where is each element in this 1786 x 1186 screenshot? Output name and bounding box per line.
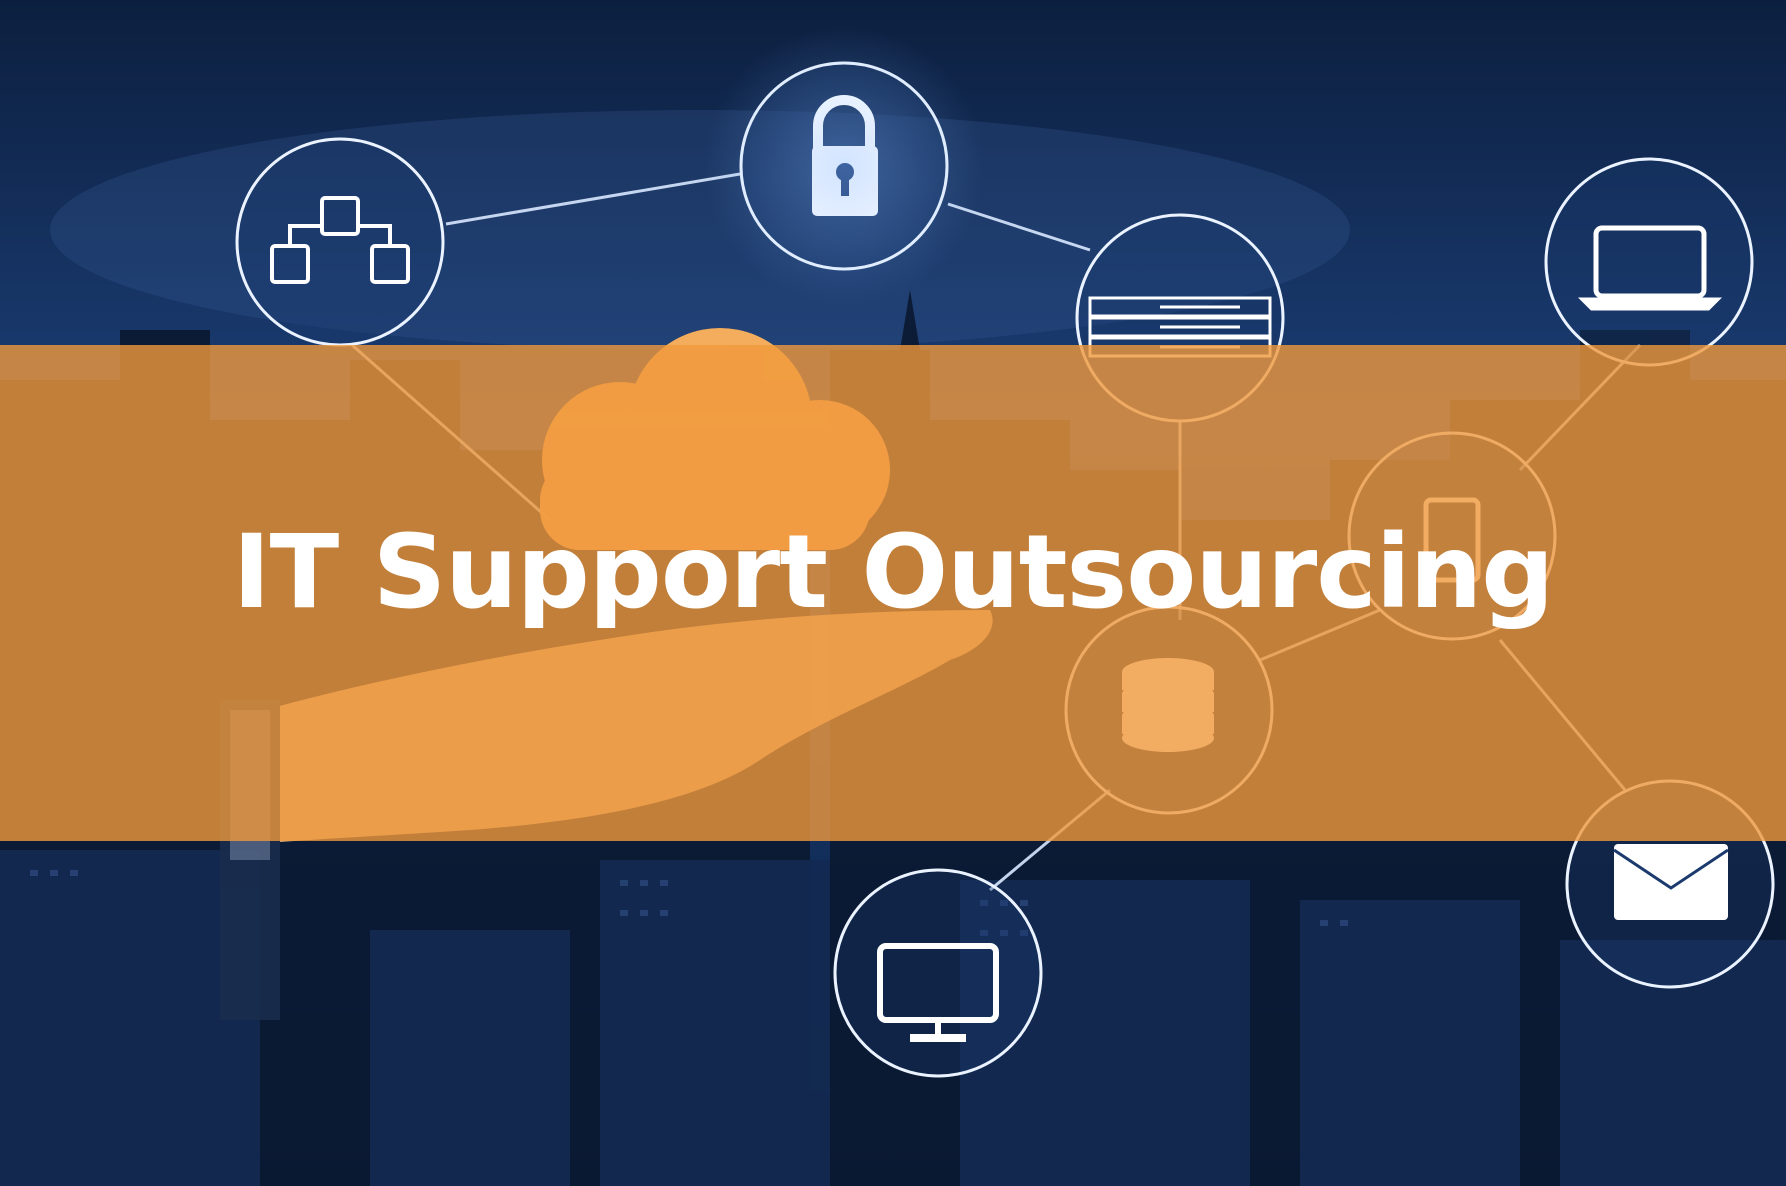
headline: IT Support Outsourcing xyxy=(232,513,1555,632)
mail-icon xyxy=(1613,844,1729,920)
lower-buildings xyxy=(0,850,1786,1186)
monitor-icon xyxy=(877,943,999,1042)
building-windows xyxy=(30,870,1348,936)
title-banner: IT Support Outsourcing xyxy=(0,345,1786,841)
network-icon xyxy=(270,196,410,284)
laptop-icon xyxy=(1577,225,1723,311)
